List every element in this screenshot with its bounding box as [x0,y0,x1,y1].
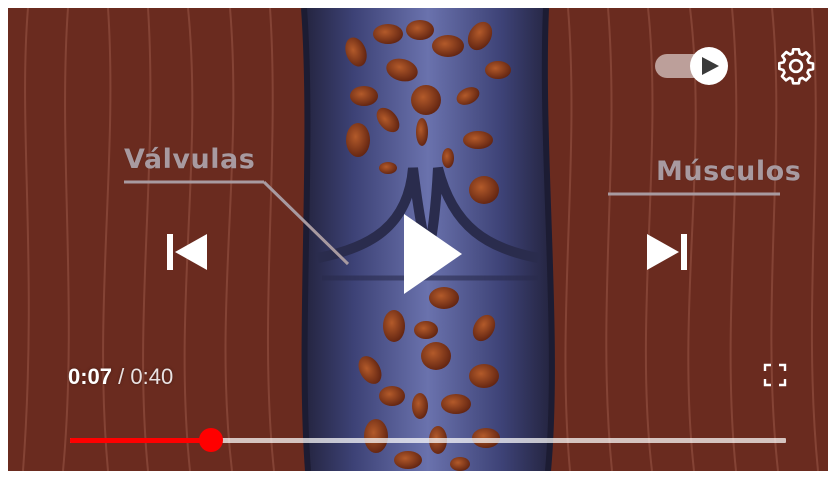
annotation-musculos: Músculos [656,156,801,187]
fullscreen-button[interactable] [758,358,792,392]
play-button[interactable] [386,204,476,304]
time-separator: / [118,364,124,389]
fullscreen-icon [762,362,788,388]
play-icon [396,212,466,296]
progress-scrubber-handle[interactable] [199,428,223,452]
previous-video-button[interactable] [156,222,216,282]
gear-icon [776,46,816,86]
skip-next-icon [643,230,693,274]
duration: 0:40 [130,364,173,389]
progress-bar[interactable] [70,430,786,450]
time-display: 0:07 / 0:40 [68,364,173,390]
video-player[interactable]: Válvulas Músculos [8,8,828,471]
annotation-valvulas: Válvulas [124,144,255,175]
autoplay-toggle[interactable] [655,46,735,86]
settings-button[interactable] [772,42,820,90]
skip-previous-icon [161,230,211,274]
autoplay-toggle-icon [655,46,735,86]
current-time: 0:07 [68,364,112,389]
progress-played [70,438,211,443]
next-video-button[interactable] [638,222,698,282]
